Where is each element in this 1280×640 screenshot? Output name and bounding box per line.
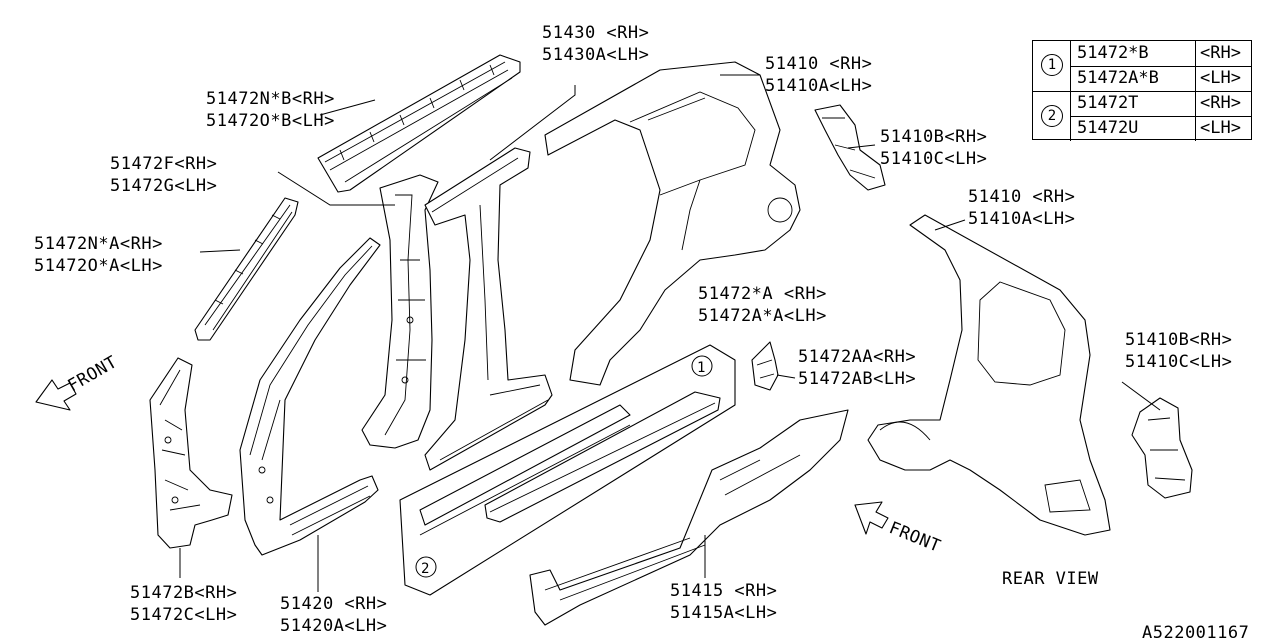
label-51410-top: 51410 <RH> 51410A<LH> bbox=[765, 54, 872, 96]
label-51472F: 51472F<RH> 51472G<LH> bbox=[110, 154, 217, 196]
label-51472AA: 51472AA<RH> 51472AB<LH> bbox=[798, 347, 916, 389]
legend-row: 51472*B <RH> bbox=[1071, 41, 1252, 67]
legend-key-1: 1 bbox=[1033, 41, 1071, 91]
label-51420-lh: 51420A<LH> bbox=[280, 616, 387, 636]
label-51410B-rear: 51410B<RH> 51410C<LH> bbox=[1125, 330, 1232, 372]
legend-row: 51472U <LH> bbox=[1071, 116, 1252, 141]
leader-lines bbox=[179, 74, 1161, 592]
front-arrow-right: FRONT bbox=[854, 501, 943, 557]
rear-view-caption: REAR VIEW bbox=[1002, 569, 1099, 589]
label-51410B-top-lh: 51410C<LH> bbox=[880, 149, 987, 169]
label-51410-rear: 51410 <RH> 51410A<LH> bbox=[968, 187, 1075, 229]
outer-rocker-part[interactable] bbox=[529, 409, 849, 626]
callout-2-text: 2 bbox=[421, 561, 430, 577]
roof-rail-inner-part[interactable] bbox=[317, 54, 521, 193]
legend-side: <LH> bbox=[1195, 116, 1241, 141]
callout-1-text: 1 bbox=[697, 360, 706, 376]
legend-side: <LH> bbox=[1195, 66, 1241, 91]
callout-1-marker: 1 bbox=[691, 355, 713, 377]
label-51472NA: 51472N*A<RH> 51472O*A<LH> bbox=[34, 234, 163, 276]
label-51472NA-lh: 51472O*A<LH> bbox=[34, 256, 163, 276]
label-51410-rear-lh: 51410A<LH> bbox=[968, 209, 1075, 229]
legend-key-1-marker: 1 bbox=[1041, 54, 1063, 76]
front-label-left: FRONT bbox=[65, 352, 121, 396]
legend-key-2-marker: 2 bbox=[1041, 105, 1063, 127]
legend-part-number: 51472T bbox=[1077, 93, 1139, 113]
callout-legend-table: 1 2 51472*B <RH> 51472A*B <LH> 51472T <R… bbox=[1032, 40, 1252, 141]
front-pillar-part[interactable] bbox=[239, 237, 381, 556]
label-51415-lh: 51415A<LH> bbox=[670, 603, 777, 623]
front-arrow-left: FRONT bbox=[35, 352, 121, 411]
label-51415-rh: 51415 <RH> bbox=[670, 581, 777, 601]
diagram-id: A522001167 bbox=[1142, 623, 1249, 640]
label-51420: 51420 <RH> 51420A<LH> bbox=[280, 594, 387, 636]
legend-part-number: 51472*B bbox=[1077, 43, 1149, 63]
label-51410-top-lh: 51410A<LH> bbox=[765, 76, 872, 96]
label-51472A-lh: 51472A*A<LH> bbox=[698, 306, 827, 326]
label-51410-rear-rh: 51410 <RH> bbox=[968, 187, 1075, 207]
callout-2-marker: 2 bbox=[415, 556, 437, 578]
label-51472AA-lh: 51472AB<LH> bbox=[798, 369, 916, 389]
label-51415: 51415 <RH> 51415A<LH> bbox=[670, 581, 777, 623]
label-51472NB: 51472N*B<RH> 51472O*B<LH> bbox=[206, 89, 335, 131]
front-pillar-lower-part[interactable] bbox=[149, 357, 233, 549]
label-51410B-rear-rh: 51410B<RH> bbox=[1125, 330, 1232, 350]
label-51472B: 51472B<RH> 51472C<LH> bbox=[130, 583, 237, 625]
side-sill-assembly-part[interactable] bbox=[399, 344, 736, 596]
label-51472A: 51472*A <RH> 51472A*A<LH> bbox=[698, 284, 827, 326]
label-51472B-lh: 51472C<LH> bbox=[130, 605, 237, 625]
inner-side-panel-part[interactable] bbox=[424, 147, 553, 471]
label-51472F-lh: 51472G<LH> bbox=[110, 176, 217, 196]
legend-side: <RH> bbox=[1195, 91, 1241, 116]
label-51472B-rh: 51472B<RH> bbox=[130, 583, 237, 603]
outer-side-panel-rear-view-part[interactable] bbox=[867, 214, 1111, 536]
legend-side: <RH> bbox=[1195, 41, 1241, 66]
front-label-right: FRONT bbox=[886, 518, 943, 557]
label-51410B-top: 51410B<RH> 51410C<LH> bbox=[880, 127, 987, 169]
roof-rail-outer-part[interactable] bbox=[194, 197, 299, 341]
small-gusset-part[interactable] bbox=[751, 341, 779, 391]
legend-row: 51472T <RH> bbox=[1071, 91, 1252, 117]
label-51410B-top-rh: 51410B<RH> bbox=[880, 127, 987, 147]
center-pillar-part[interactable] bbox=[361, 174, 439, 449]
label-51410-top-rh: 51410 <RH> bbox=[765, 54, 872, 74]
legend-part-number: 51472U bbox=[1077, 118, 1139, 138]
label-51472A-rh: 51472*A <RH> bbox=[698, 284, 827, 304]
legend-part-number: 51472A*B bbox=[1077, 68, 1159, 88]
label-51430: 51430 <RH> 51430A<LH> bbox=[542, 23, 649, 65]
label-51472NA-rh: 51472N*A<RH> bbox=[34, 234, 163, 254]
label-51430-lh: 51430A<LH> bbox=[542, 45, 649, 65]
label-51472AA-rh: 51472AA<RH> bbox=[798, 347, 916, 367]
legend-row: 51472A*B <LH> bbox=[1071, 66, 1252, 92]
outer-side-panel-part[interactable] bbox=[544, 61, 801, 386]
rear-view-bracket-part[interactable] bbox=[1131, 397, 1193, 499]
label-51472F-rh: 51472F<RH> bbox=[110, 154, 217, 174]
label-51420-rh: 51420 <RH> bbox=[280, 594, 387, 614]
legend-key-2: 2 bbox=[1033, 91, 1071, 141]
label-51472NB-lh: 51472O*B<LH> bbox=[206, 111, 335, 131]
label-51472NB-rh: 51472N*B<RH> bbox=[206, 89, 335, 109]
label-51430-rh: 51430 <RH> bbox=[542, 23, 649, 43]
label-51410B-rear-lh: 51410C<LH> bbox=[1125, 352, 1232, 372]
